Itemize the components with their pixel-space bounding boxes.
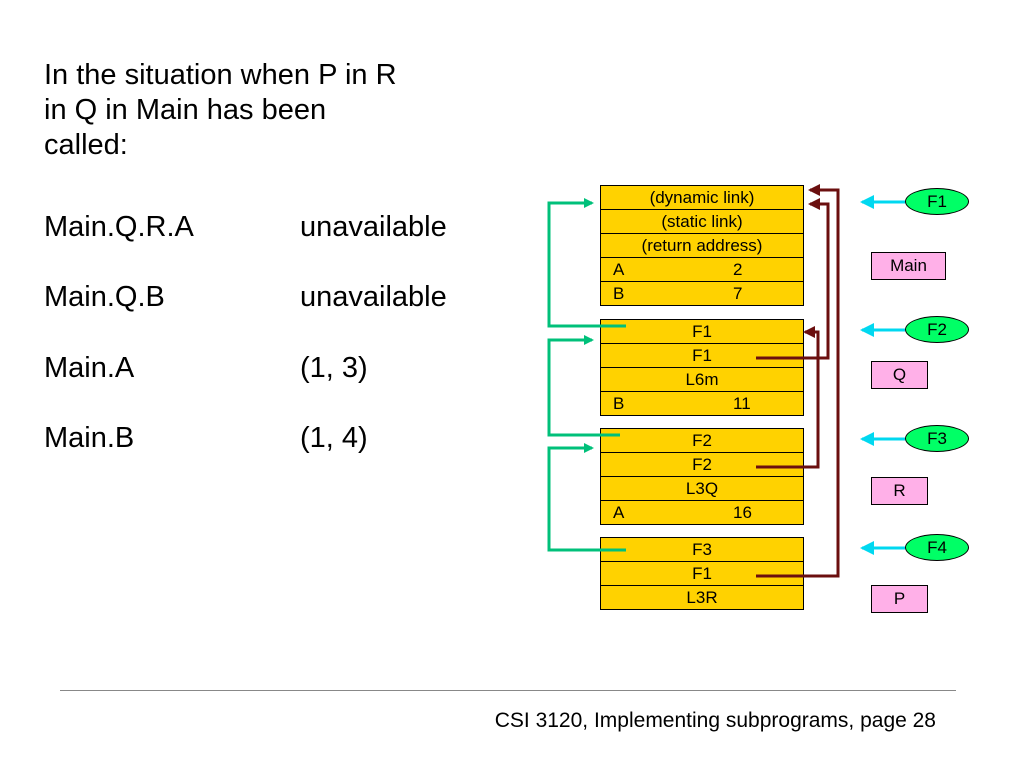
rule-value: unavailable <box>300 281 447 313</box>
frame-pointer-label: F3 <box>905 425 969 452</box>
static-link-cell: F1 <box>600 343 804 368</box>
rule-value: (1, 3) <box>300 352 368 384</box>
dynamic-link-cell: (dynamic link) <box>600 185 804 210</box>
activation-record-p: F3 F1 L3R <box>600 537 804 610</box>
variable-value: 7 <box>733 284 743 303</box>
rule-name: Main.A <box>44 352 135 384</box>
static-link-cell: F2 <box>600 452 804 477</box>
activation-record-q: F1 F1 L6m B 11 <box>600 319 804 416</box>
rule-row: Main.Q.R.A unavailable <box>44 210 447 244</box>
frame-pointer-label: F2 <box>905 316 969 343</box>
footer-text: CSI 3120, Implementing subprograms, page… <box>494 709 936 732</box>
subprogram-tag: P <box>871 585 928 613</box>
static-link-cell: (static link) <box>600 209 804 234</box>
dynamic-link-cell: F1 <box>600 319 804 344</box>
activation-record-r: F2 F2 L3Q A 16 <box>600 428 804 525</box>
variable-cell: B 11 <box>600 391 804 416</box>
rule-value: (1, 4) <box>300 422 368 454</box>
rule-value: unavailable <box>300 211 447 243</box>
return-address-cell: L3Q <box>600 476 804 501</box>
variable-name: A <box>613 503 625 522</box>
subprogram-tag: Main <box>871 252 946 280</box>
variable-cell: A 16 <box>600 500 804 525</box>
rule-name: Main.Q.R.A <box>44 211 194 243</box>
footer-divider <box>60 690 956 691</box>
rule-row: Main.Q.B unavailable <box>44 280 447 314</box>
variable-value: 11 <box>733 394 751 413</box>
variable-name: B <box>613 284 625 303</box>
subprogram-tag: Q <box>871 361 928 389</box>
return-address-cell: L3R <box>600 585 804 610</box>
variable-value: 2 <box>733 260 743 279</box>
return-address-cell: (return address) <box>600 233 804 258</box>
rule-row: Main.A (1, 3) <box>44 351 368 385</box>
rule-name: Main.Q.B <box>44 281 165 313</box>
variable-value: 16 <box>733 503 752 522</box>
dynamic-link-cell: F3 <box>600 537 804 562</box>
variable-name: B <box>613 394 625 413</box>
rule-row: Main.B (1, 4) <box>44 421 368 455</box>
intro-line: called: <box>44 129 128 161</box>
frame-pointer-label: F4 <box>905 534 969 561</box>
dynamic-link-cell: F2 <box>600 428 804 453</box>
intro-line: In the situation when P in R <box>44 59 397 91</box>
rule-name: Main.B <box>44 422 135 454</box>
intro-line: in Q in Main has been <box>44 94 327 126</box>
intro-text: In the situation when P in R in Q in Mai… <box>44 58 484 163</box>
variable-name: A <box>613 260 625 279</box>
frame-pointer-label: F1 <box>905 188 969 215</box>
activation-record-main: (dynamic link) (static link) (return add… <box>600 185 804 306</box>
variable-cell: A 2 <box>600 257 804 282</box>
subprogram-tag: R <box>871 477 928 505</box>
variable-cell: B 7 <box>600 281 804 306</box>
return-address-cell: L6m <box>600 367 804 392</box>
static-link-cell: F1 <box>600 561 804 586</box>
